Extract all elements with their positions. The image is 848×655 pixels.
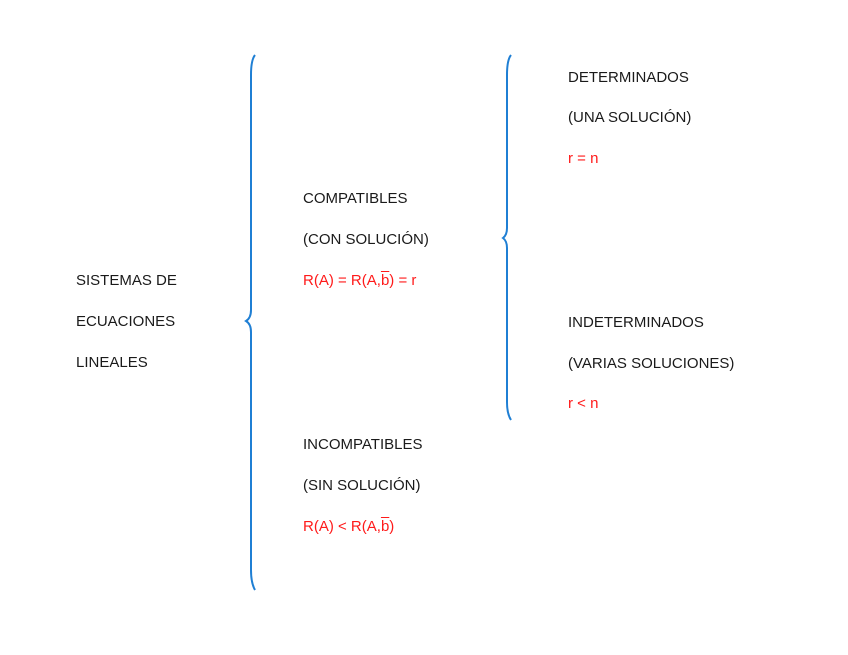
compatibles-subtitle: (CON SOLUCIÓN) [303,231,429,248]
determinados-title: DETERMINADOS [568,69,689,86]
main-brace [244,54,256,591]
incompatibles-condition: R(A) < R(A,b) [303,517,394,537]
b-bar-symbol: b [380,272,390,289]
compatibles-condition-suffix: ) = r [389,272,417,289]
incompatibles-condition-suffix: ) [389,518,395,535]
root-line-3: LINEALES [76,354,148,371]
indeterminados-subtitle: (VARIAS SOLUCIONES) [568,355,735,372]
determinados-subtitle: (UNA SOLUCIÓN) [568,109,692,126]
determinados-condition: r = n [568,150,599,167]
incompatibles-title: INCOMPATIBLES [303,436,423,453]
indeterminados-title: INDETERMINADOS [568,314,704,331]
indeterminados-condition: r < n [568,395,599,412]
compatibles-title: COMPATIBLES [303,190,408,207]
incompatibles-subtitle: (SIN SOLUCIÓN) [303,477,421,494]
root-line-1: SISTEMAS DE [76,272,177,289]
compatibles-condition-prefix: R(A) = R(A, [303,272,381,289]
incompatibles-condition-prefix: R(A) < R(A, [303,518,381,535]
root-line-2: ECUACIONES [76,313,176,330]
compatibles-brace [501,54,512,421]
compatibles-condition: R(A) = R(A,b) = r [303,271,416,291]
b-bar-symbol: b [380,518,390,535]
